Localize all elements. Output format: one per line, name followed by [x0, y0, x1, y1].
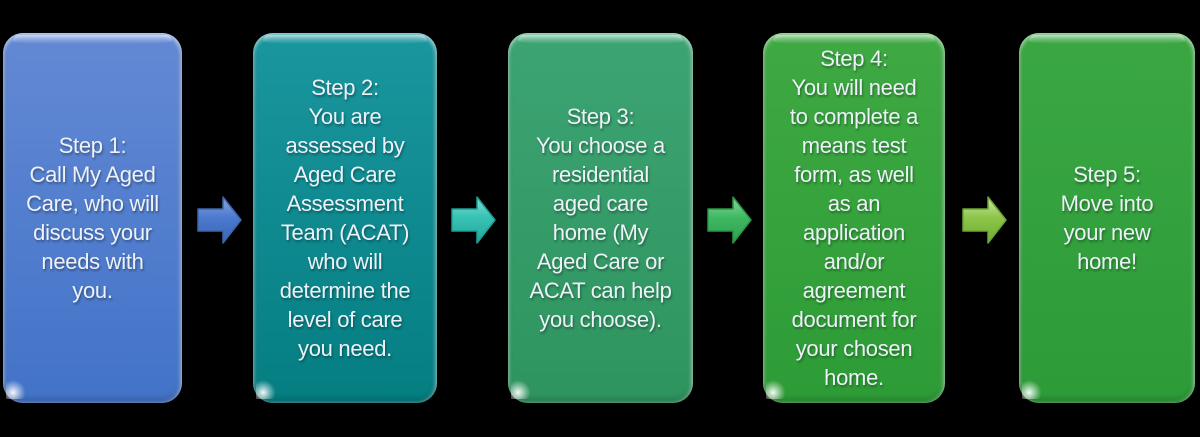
step-1-box: Step 1: Call My Aged Care, who will disc… — [3, 33, 182, 403]
step-5-title: Step 5: — [1073, 162, 1141, 187]
step-5-body: Move into your new home! — [1060, 191, 1154, 274]
step-5-box: Step 5: Move into your new home! — [1019, 33, 1195, 403]
arrow-right-icon-3 — [707, 196, 752, 244]
step-3-box: Step 3: You choose a residential aged ca… — [508, 33, 693, 403]
step-4-body: You will need to complete a means test f… — [789, 75, 919, 390]
arrow-right-icon-2 — [451, 196, 496, 244]
step-1-body: Call My Aged Care, who will discuss your… — [26, 162, 159, 303]
arrow-right-icon-1 — [197, 196, 242, 244]
step-3-title: Step 3: — [566, 104, 635, 129]
step-1-title: Step 1: — [58, 133, 127, 158]
step-4-title: Step 4: — [820, 46, 888, 71]
step-3-body: You choose a residential aged care home … — [529, 133, 672, 332]
arrow-right-icon-4 — [962, 196, 1007, 244]
step-2-box: Step 2: You are assessed by Aged Care As… — [253, 33, 437, 403]
step-2-title: Step 2: — [311, 75, 379, 100]
step-4-box: Step 4: You will need to complete a mean… — [763, 33, 945, 403]
step-2-body: You are assessed by Aged Care Assessment… — [279, 104, 411, 361]
